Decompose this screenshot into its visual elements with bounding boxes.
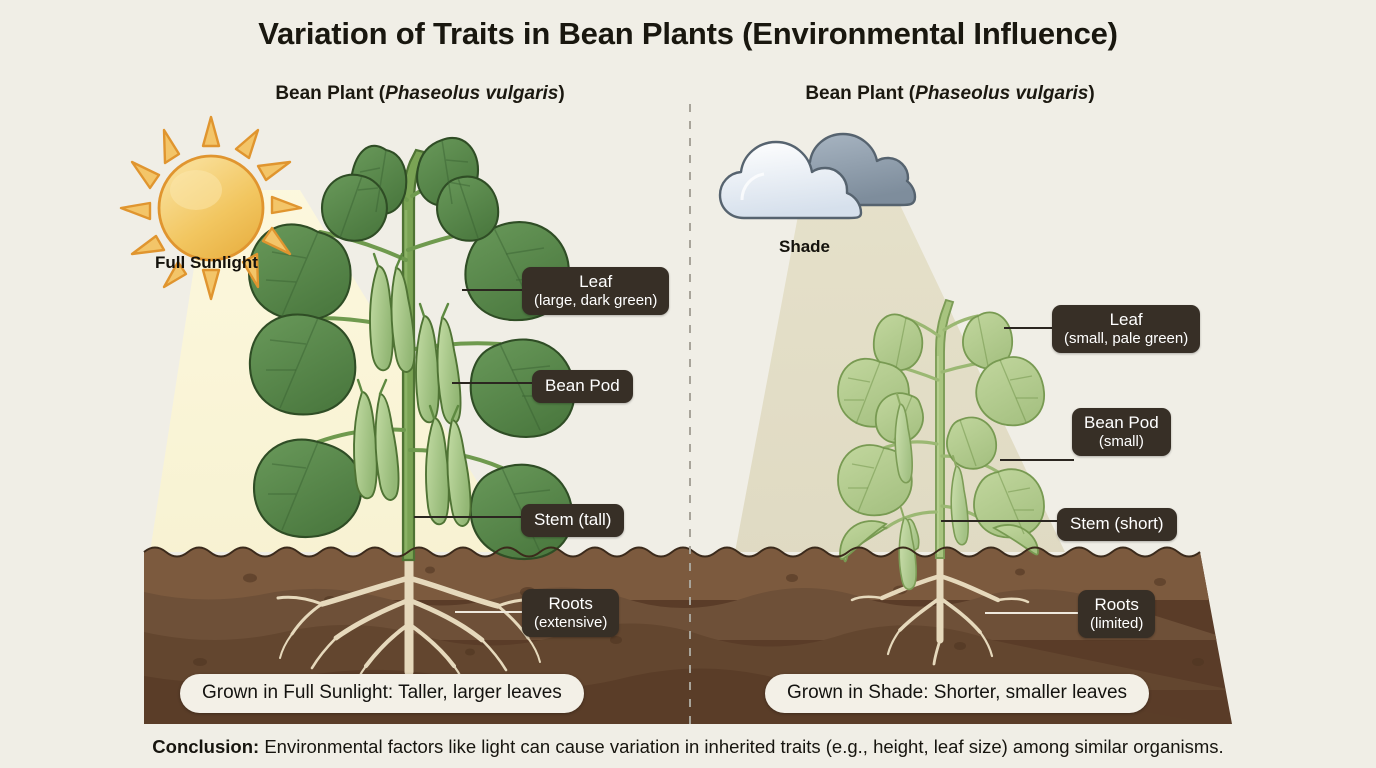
callout-leaf-shade: Leaf (small, pale green) [1052, 305, 1201, 354]
page-title: Variation of Traits in Bean Plants (Envi… [258, 16, 1118, 51]
heading-common-name: Bean Plant ( [275, 83, 386, 104]
callout-title: Stem (tall) [534, 510, 612, 529]
light-source-label-shade: Shade [779, 237, 831, 256]
caption-sunlight: Grown in Full Sunlight: Taller, larger l… [180, 674, 584, 713]
caption-shade: Grown in Shade: Shorter, smaller leaves [765, 674, 1150, 713]
light-source-label-sunlight: Full Sunlight [155, 253, 258, 272]
callout-stem-shade: Stem (short) [1057, 508, 1177, 541]
roots-limited [850, 548, 1030, 666]
roots-extensive [276, 547, 544, 700]
callout-title: Stem (short) [1070, 514, 1164, 533]
conclusion-text: Conclusion: Environmental factors like l… [0, 736, 1376, 758]
callout-detail: (small, pale green) [1064, 329, 1189, 347]
bean-pods [353, 265, 472, 527]
cloud-icon [718, 132, 917, 220]
sun-icon [119, 115, 303, 301]
callout-title: Leaf [1109, 310, 1143, 329]
panel-heading-shade: Bean Plant (Phaseolus vulgaris) [770, 83, 1130, 105]
heading-species-name: Phaseolus vulgaris [915, 83, 1089, 104]
callout-title: Bean Pod [1084, 413, 1159, 432]
conclusion-label: Conclusion: [152, 736, 260, 757]
callout-detail: (large, dark green) [534, 291, 658, 309]
soil-surface-line [143, 546, 1201, 558]
callout-detail: (small) [1098, 432, 1144, 450]
callout-leaf-sunlight: Leaf (large, dark green) [522, 267, 670, 316]
callout-detail: (limited) [1090, 614, 1144, 632]
callout-title: Roots [1094, 595, 1139, 614]
callout-title: Roots [548, 594, 593, 613]
callout-bean-pod-sunlight: Bean Pod [532, 370, 633, 403]
callout-roots-sunlight: Roots (extensive) [522, 589, 620, 638]
callout-roots-shade: Roots (limited) [1078, 590, 1156, 639]
cloud-front [718, 140, 863, 220]
callout-title: Bean Pod [545, 376, 620, 395]
heading-close-paren: ) [558, 83, 565, 104]
panel-heading-sunlight: Bean Plant (Phaseolus vulgaris) [240, 83, 600, 105]
heading-common-name: Bean Plant ( [805, 83, 916, 104]
stem-short [935, 298, 955, 559]
callout-detail: (extensive) [534, 613, 608, 631]
conclusion-body: Environmental factors like light can cau… [259, 736, 1224, 757]
callout-bean-pod-shade: Bean Pod (small) [1072, 408, 1171, 457]
heading-species-name: Phaseolus vulgaris [385, 83, 559, 104]
callout-connectors [414, 289, 1080, 614]
callout-title: Leaf [579, 272, 613, 291]
heading-close-paren: ) [1088, 83, 1095, 104]
callout-stem-sunlight: Stem (tall) [521, 504, 625, 537]
